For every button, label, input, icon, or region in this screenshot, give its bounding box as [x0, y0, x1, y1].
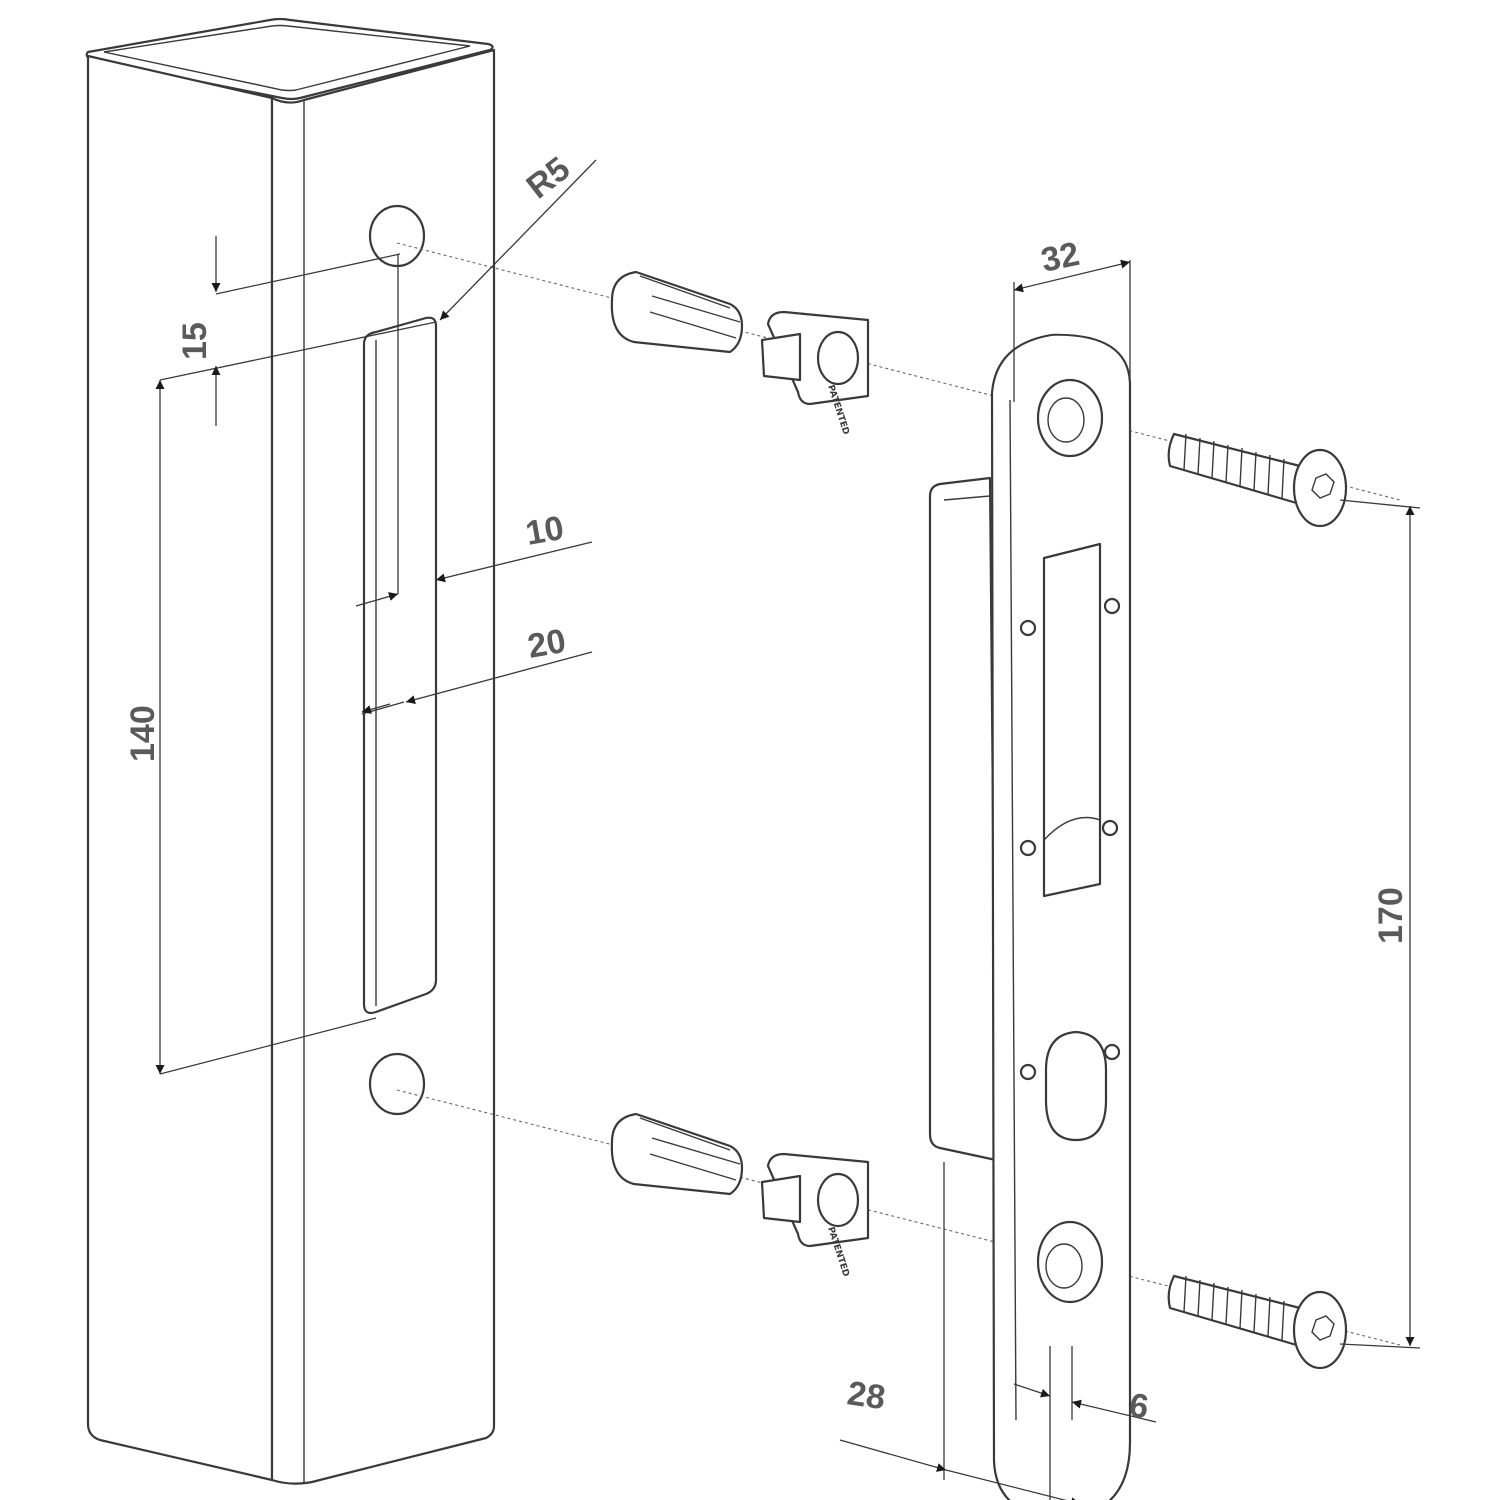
small-screw-3 [1101, 819, 1119, 837]
screw-head-lower [1292, 1290, 1348, 1370]
post-left-face [86, 54, 274, 1482]
plate-lower-hole [1036, 1220, 1104, 1304]
small-screw-2 [1019, 619, 1037, 637]
countersunk-screw-lower [1167, 1274, 1348, 1370]
post-upper-hole [368, 204, 426, 268]
dim-28-line [839, 1439, 947, 1472]
dim-20-line [405, 651, 593, 705]
label-r5: R5 [520, 150, 578, 207]
dim-10-line [435, 541, 593, 583]
post-inner-wall [103, 24, 471, 92]
small-screw-1 [1103, 597, 1121, 615]
label-170: 170 [1372, 887, 1410, 944]
r5-leader [439, 159, 597, 321]
label-15: 15 [176, 322, 214, 360]
label-28: 28 [845, 1374, 888, 1417]
bushing-set-lower: PATENTED [610, 1112, 870, 1278]
split-sleeve-upper [610, 270, 744, 354]
split-sleeve-lower [610, 1112, 744, 1196]
strike-plate [928, 333, 1132, 1500]
hex-socket-icon [1311, 1315, 1335, 1341]
plate-oval-slot [1044, 1030, 1108, 1142]
hex-socket-icon [1311, 473, 1335, 499]
label-32: 32 [1038, 235, 1083, 280]
post-lower-hole [368, 1052, 426, 1116]
latch-window [1042, 542, 1102, 898]
post-slot [362, 316, 438, 1015]
dimension-lines [155, 159, 1421, 1500]
countersunk-screw-upper [1167, 432, 1348, 528]
label-10: 10 [523, 509, 567, 553]
bushing-set-upper: PATENTED [610, 270, 870, 436]
insert-hole-upper [816, 330, 860, 386]
label-140: 140 [124, 705, 162, 762]
insert-hole-lower [816, 1172, 860, 1228]
small-screw-6 [1019, 1063, 1037, 1081]
assembly-axes [396, 242, 1401, 1346]
screw-head-upper [1292, 448, 1348, 528]
keeper-box [928, 476, 998, 1162]
plate-edge [1009, 399, 1017, 1421]
label-20: 20 [525, 622, 569, 666]
dim-6-line [1013, 1383, 1051, 1398]
dim-32-line [1013, 259, 1131, 293]
gate-post [85, 17, 496, 1485]
small-screw-5 [1103, 1043, 1121, 1061]
small-screw-4 [1019, 839, 1037, 857]
